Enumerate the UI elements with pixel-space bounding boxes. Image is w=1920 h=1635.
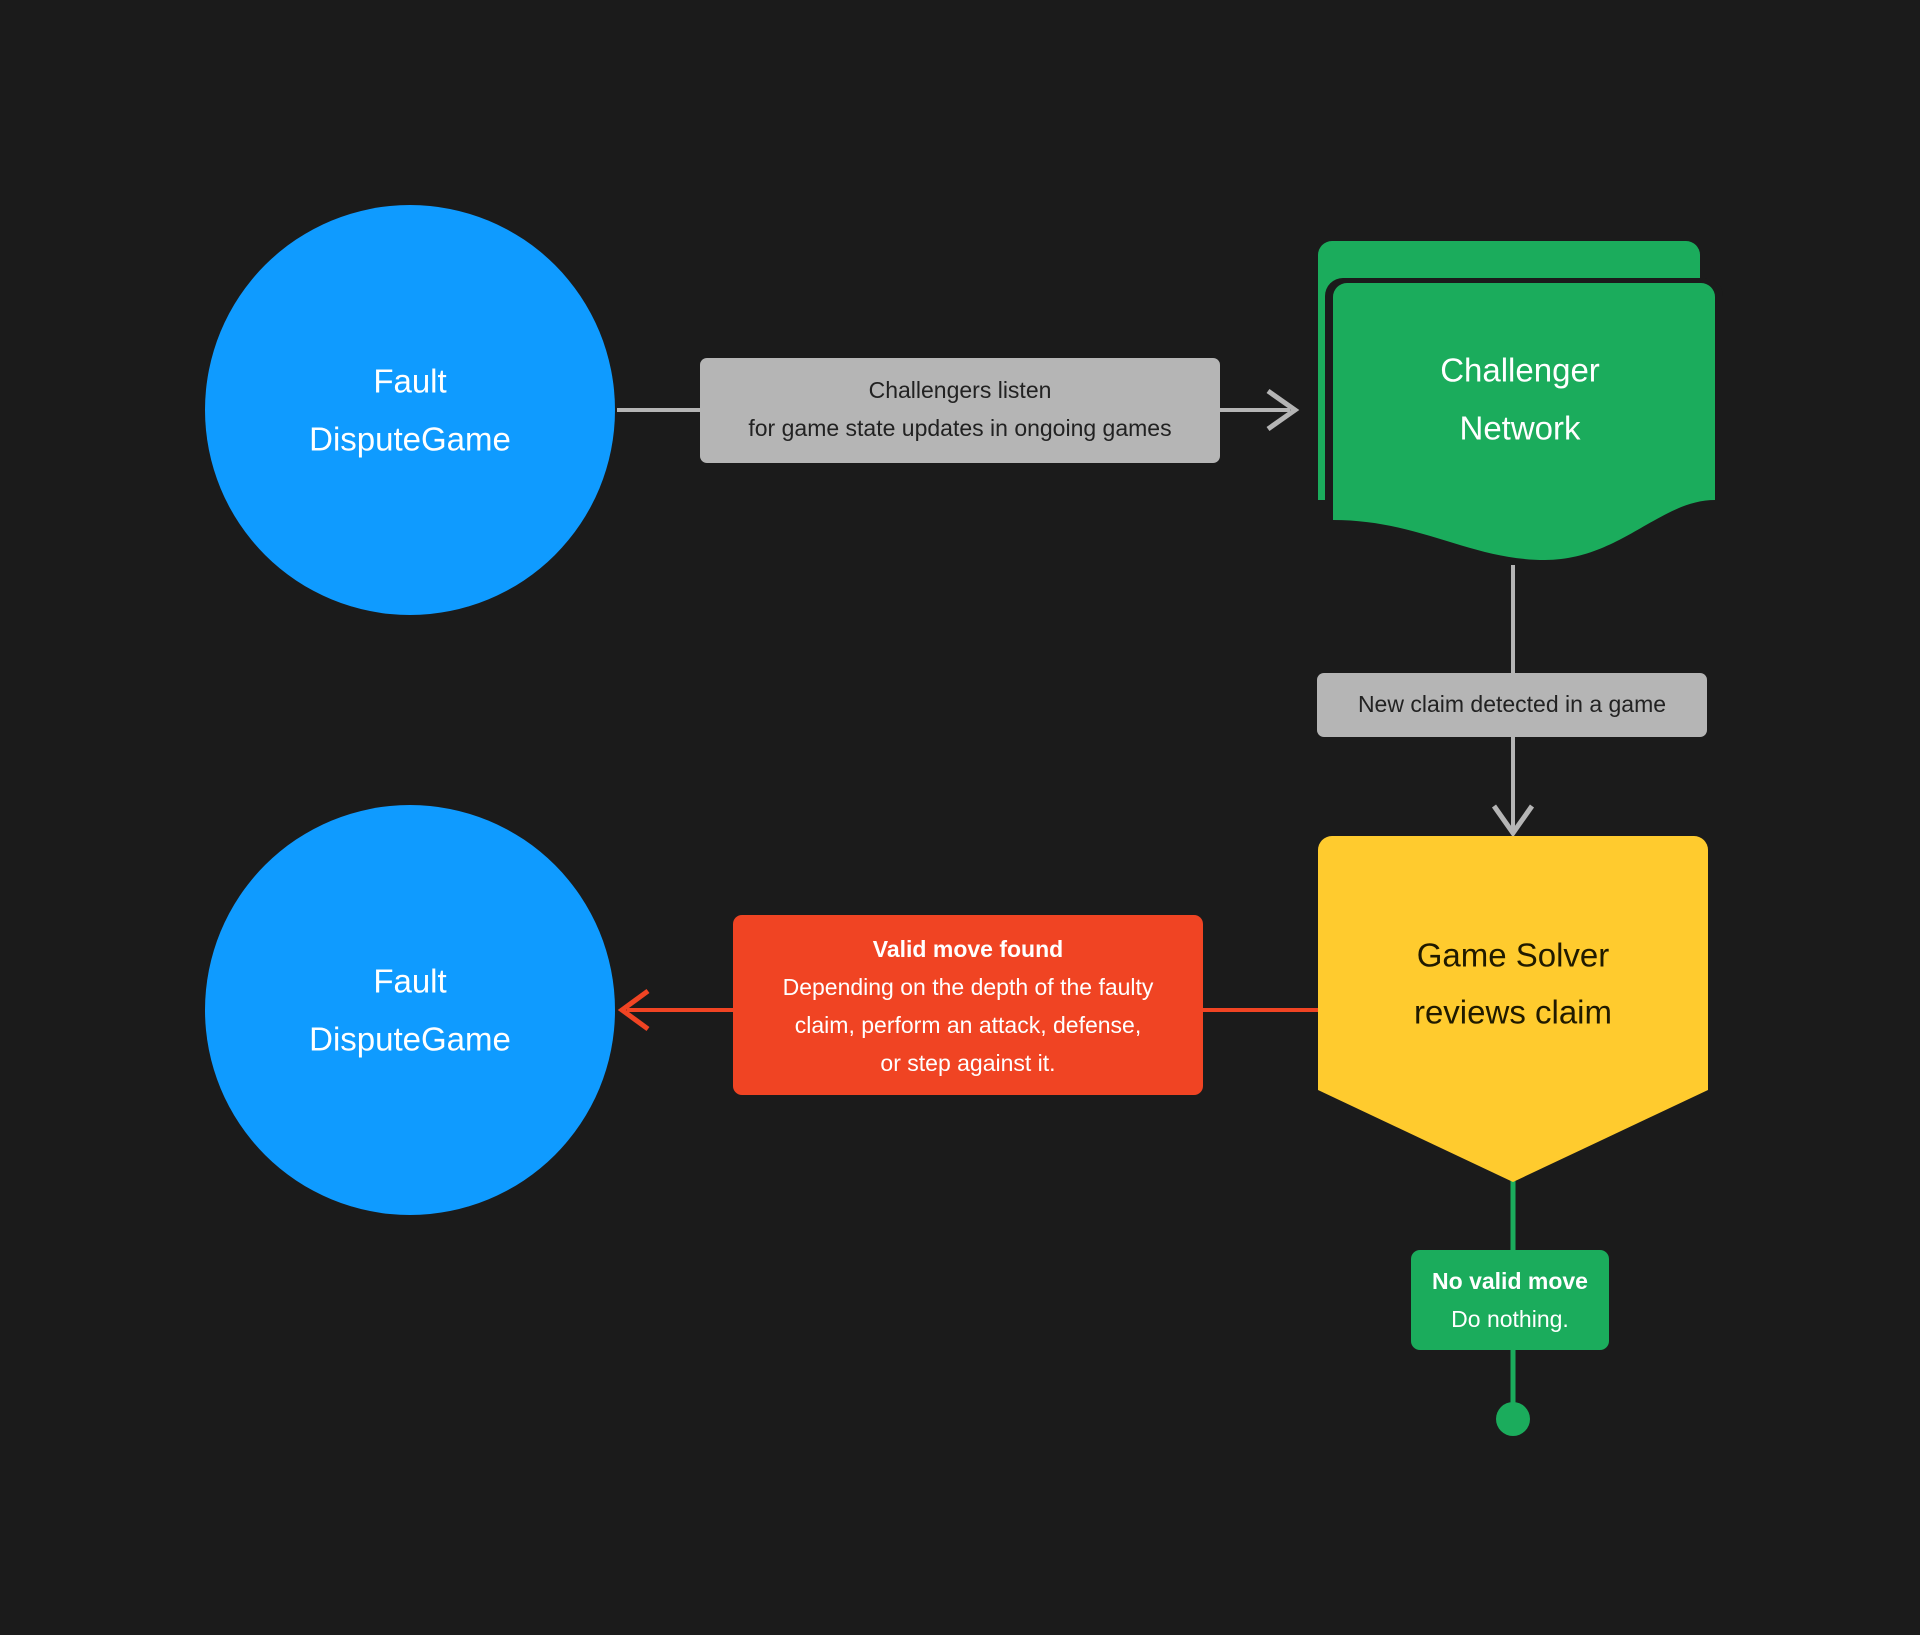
edge-label-box — [700, 358, 1220, 463]
edge-label-line-1: Valid move found — [873, 936, 1063, 962]
edge-label-line-2: Depending on the depth of the faulty — [783, 974, 1154, 1000]
arrowhead-down-icon — [1491, 804, 1535, 838]
node-label-line-1: Fault — [373, 363, 446, 400]
edge-label-box — [733, 915, 1203, 1095]
node-label-line-1: Fault — [373, 963, 446, 1000]
node-game-solver[interactable]: Game Solver reviews claim — [1318, 836, 1708, 1182]
edge-label-box — [1411, 1250, 1609, 1350]
arrowhead-right-icon — [1266, 388, 1300, 432]
node-challenger-network[interactable]: Challenger Network — [1318, 241, 1723, 560]
arrowhead-left-icon — [617, 988, 650, 1032]
edge-label-line-1: Challengers listen — [869, 377, 1052, 403]
circle-shape — [205, 805, 615, 1215]
node-label-line-2: DisputeGame — [309, 1021, 511, 1058]
edge-label-line-3: claim, perform an attack, defense, — [795, 1012, 1141, 1038]
edge-label-new-claim: New claim detected in a game — [1317, 673, 1707, 737]
document-front-sheet — [1333, 283, 1715, 560]
edge-label-line-1: No valid move — [1432, 1268, 1588, 1294]
node-label-line-2: DisputeGame — [309, 421, 511, 458]
edge-label-line-2: Do nothing. — [1451, 1306, 1569, 1332]
node-label-line-2: Network — [1459, 410, 1581, 447]
terminator-dot-icon — [1496, 1402, 1530, 1436]
node-fault-dispute-game-bottom[interactable]: Fault DisputeGame — [205, 805, 615, 1215]
edge-label-line-1: New claim detected in a game — [1358, 691, 1666, 717]
edge-label-box — [1317, 673, 1707, 737]
edge-label-listen: Challengers listen for game state update… — [700, 358, 1220, 463]
edge-label-no-valid-move: No valid move Do nothing. — [1411, 1250, 1609, 1350]
circle-shape — [205, 205, 615, 615]
edge-label-line-2: for game state updates in ongoing games — [748, 415, 1171, 441]
edge-label-valid-move: Valid move found Depending on the depth … — [733, 915, 1203, 1095]
edge-label-line-4: or step against it. — [880, 1050, 1055, 1076]
node-label-line-1: Game Solver — [1417, 937, 1610, 974]
node-terminator-dot — [1496, 1402, 1530, 1436]
pentagon-shape — [1318, 836, 1708, 1182]
node-fault-dispute-game-top[interactable]: Fault DisputeGame — [205, 205, 615, 615]
node-label-line-2: reviews claim — [1414, 994, 1612, 1031]
node-label-line-1: Challenger — [1440, 352, 1600, 389]
